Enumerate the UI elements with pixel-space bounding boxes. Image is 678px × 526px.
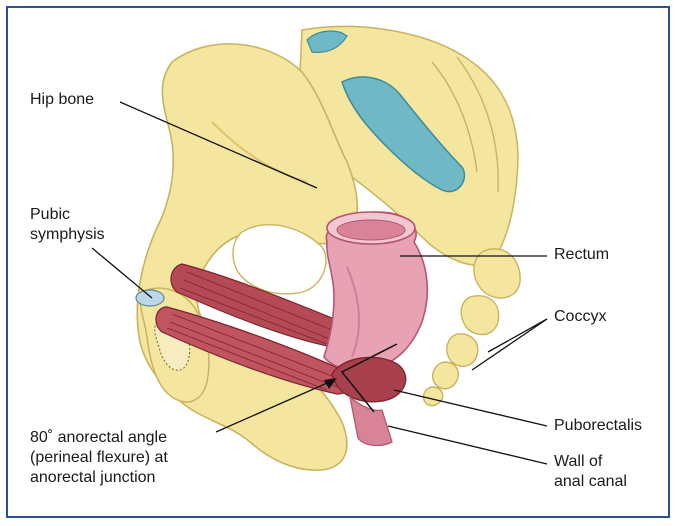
label-angle-line2: (perineal flexure) at [30,448,168,468]
label-puborectalis: Puborectalis [554,416,642,436]
label-pubic-symphysis-line2: symphysis [30,225,105,245]
label-rectum: Rectum [554,245,609,265]
leader-wall-anal-canal [388,426,547,464]
leader-puborectalis [394,390,547,426]
label-angle-line1: 80˚ anorectal angle [30,428,167,448]
label-angle-line3: anorectal junction [30,468,155,488]
label-coccyx: Coccyx [554,307,606,327]
anal-canal [350,397,392,445]
label-hip-bone: Hip bone [30,90,94,110]
label-wall-line1: Wall of [554,452,602,472]
figure-frame: Hip bone Pubic symphysis Rectum Coccyx P… [6,6,670,518]
coccyx [423,249,520,406]
puborectalis-sling [332,357,406,401]
label-wall-line2: anal canal [554,472,627,492]
rectum-lumen [337,220,405,240]
label-pubic-symphysis-line1: Pubic [30,205,70,225]
pubic-symphysis-cartilage [136,290,164,306]
